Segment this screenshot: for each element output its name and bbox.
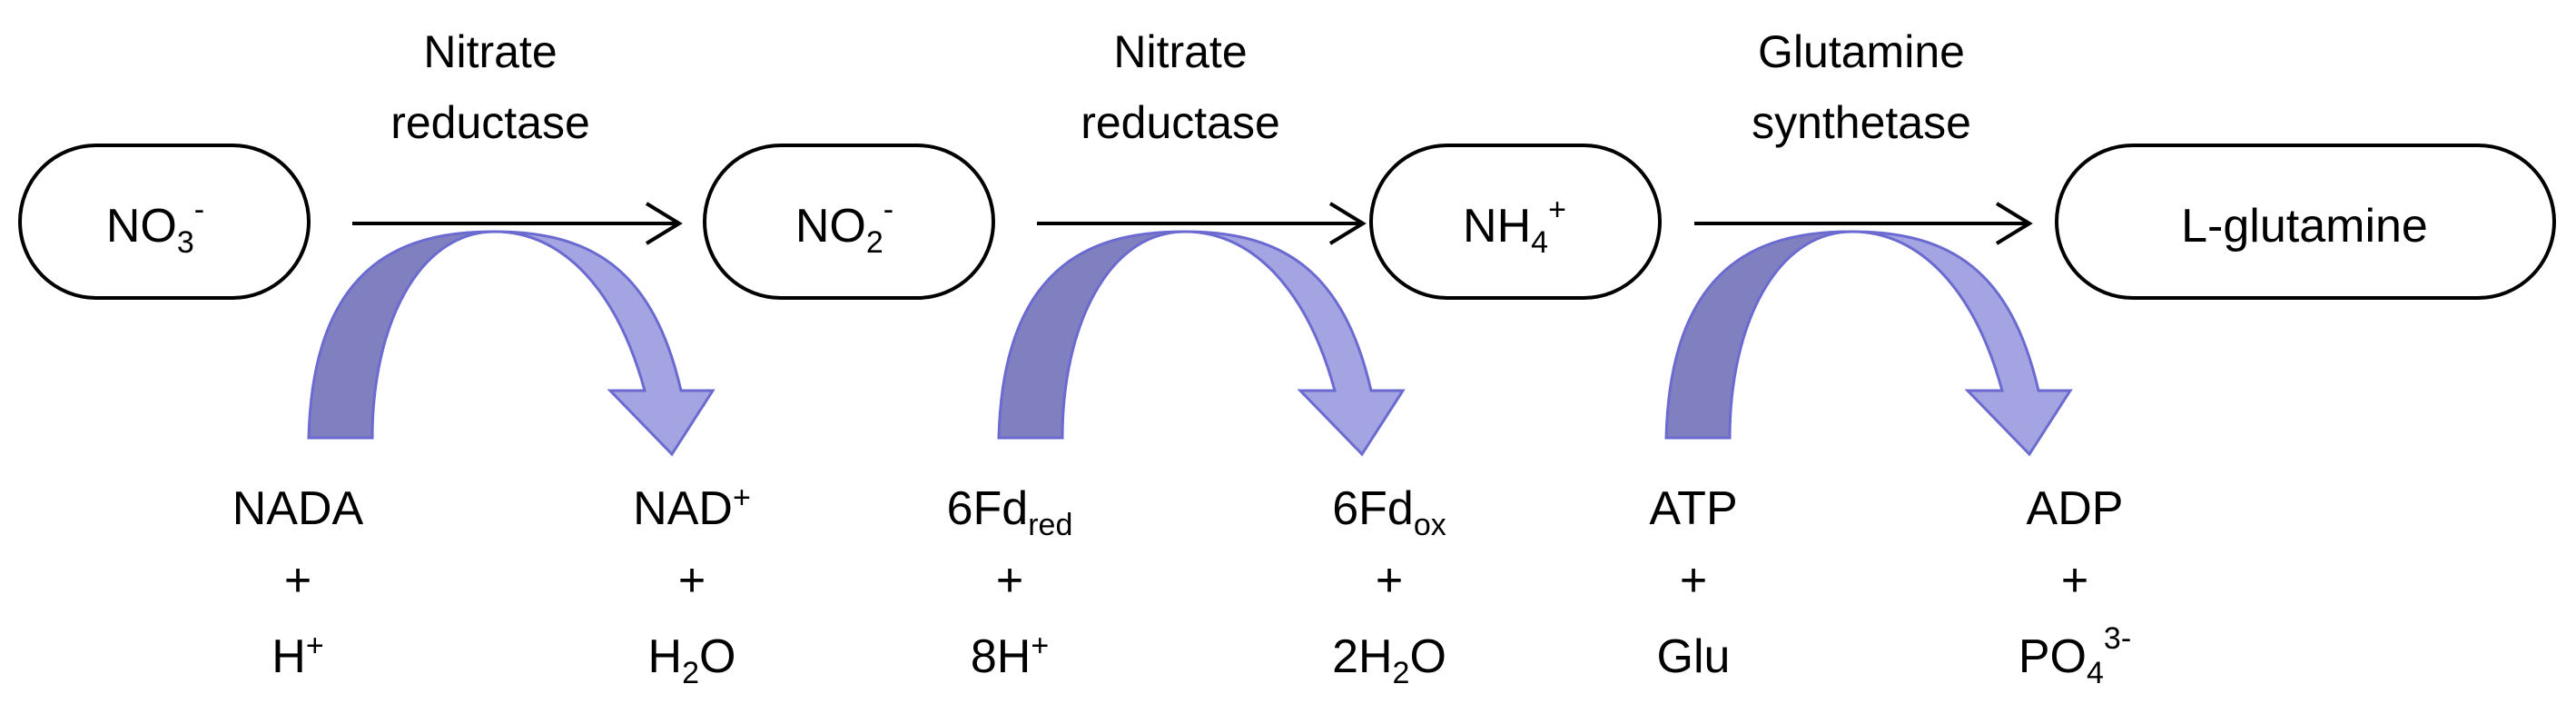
enzyme-label-3-line1: Glutamine: [1758, 26, 1965, 77]
cofactor-input-top-2: 6Fdred: [947, 482, 1073, 542]
cofactor-curve-output-band-1: [494, 230, 716, 457]
enzyme-label-2-line2: reductase: [1081, 97, 1280, 148]
node-box-ammonium: [1369, 144, 1662, 300]
cofactor-curve-arrow-3: [1664, 230, 2073, 457]
enzyme-label-1-line1: Nitrate: [423, 26, 557, 77]
node-label-l-glutamine: L-glutamine: [2181, 200, 2428, 253]
cofactor-input-bottom-1: H+: [271, 629, 323, 683]
cofactor-output-plus-3: +: [2061, 554, 2088, 607]
cofactor-output-plus-1: +: [678, 554, 706, 607]
enzyme-label-1-line2: reductase: [390, 97, 590, 148]
reaction-arrow-2: [1037, 202, 1367, 245]
cofactor-output-top-3: ADP: [2027, 482, 2124, 535]
cofactor-output-plus-2: +: [1376, 554, 1403, 607]
enzyme-label-3-line2: synthetase: [1752, 97, 1971, 148]
cofactor-output-bottom-3: PO43-: [2018, 621, 2131, 690]
cofactor-output-top-2: 6Fdox: [1332, 482, 1446, 542]
node-box-nitrite: [703, 144, 995, 300]
node-label-nitrate: NO3-: [106, 193, 204, 260]
cofactor-curve-arrow-1: [307, 230, 716, 457]
node-box-nitrate: [18, 144, 311, 300]
cofactor-curve-output-band-3: [1851, 230, 2073, 457]
cofactor-input-plus-3: +: [1680, 554, 1707, 607]
cofactor-input-top-1: NADA: [232, 482, 364, 535]
cofactor-input-plus-2: +: [996, 554, 1023, 607]
reaction-arrow-1: [352, 202, 683, 245]
cofactor-output-top-1: NAD+: [633, 481, 751, 535]
cofactor-curve-input-band-3: [1664, 230, 1853, 440]
cofactor-curve-input-band-2: [997, 230, 1186, 440]
cofactor-input-bottom-3: Glu: [1657, 630, 1731, 683]
cofactor-curve-input-band-1: [307, 230, 496, 440]
enzyme-label-2-line1: Nitrate: [1113, 26, 1247, 77]
cofactor-output-bottom-1: H2O: [648, 630, 736, 690]
node-label-ammonium: NH4+: [1463, 193, 1566, 260]
cofactor-output-bottom-2: 2H2O: [1332, 630, 1446, 690]
reaction-arrow-3: [1694, 202, 2033, 245]
node-label-nitrite: NO2-: [795, 193, 893, 260]
cofactor-input-plus-1: +: [284, 554, 311, 607]
cofactor-input-bottom-2: 8H+: [971, 629, 1049, 683]
cofactor-input-top-3: ATP: [1649, 482, 1737, 535]
node-box-l-glutamine: [2055, 144, 2556, 300]
cofactor-curve-arrow-2: [997, 230, 1406, 457]
cofactor-curve-output-band-2: [1184, 230, 1406, 457]
